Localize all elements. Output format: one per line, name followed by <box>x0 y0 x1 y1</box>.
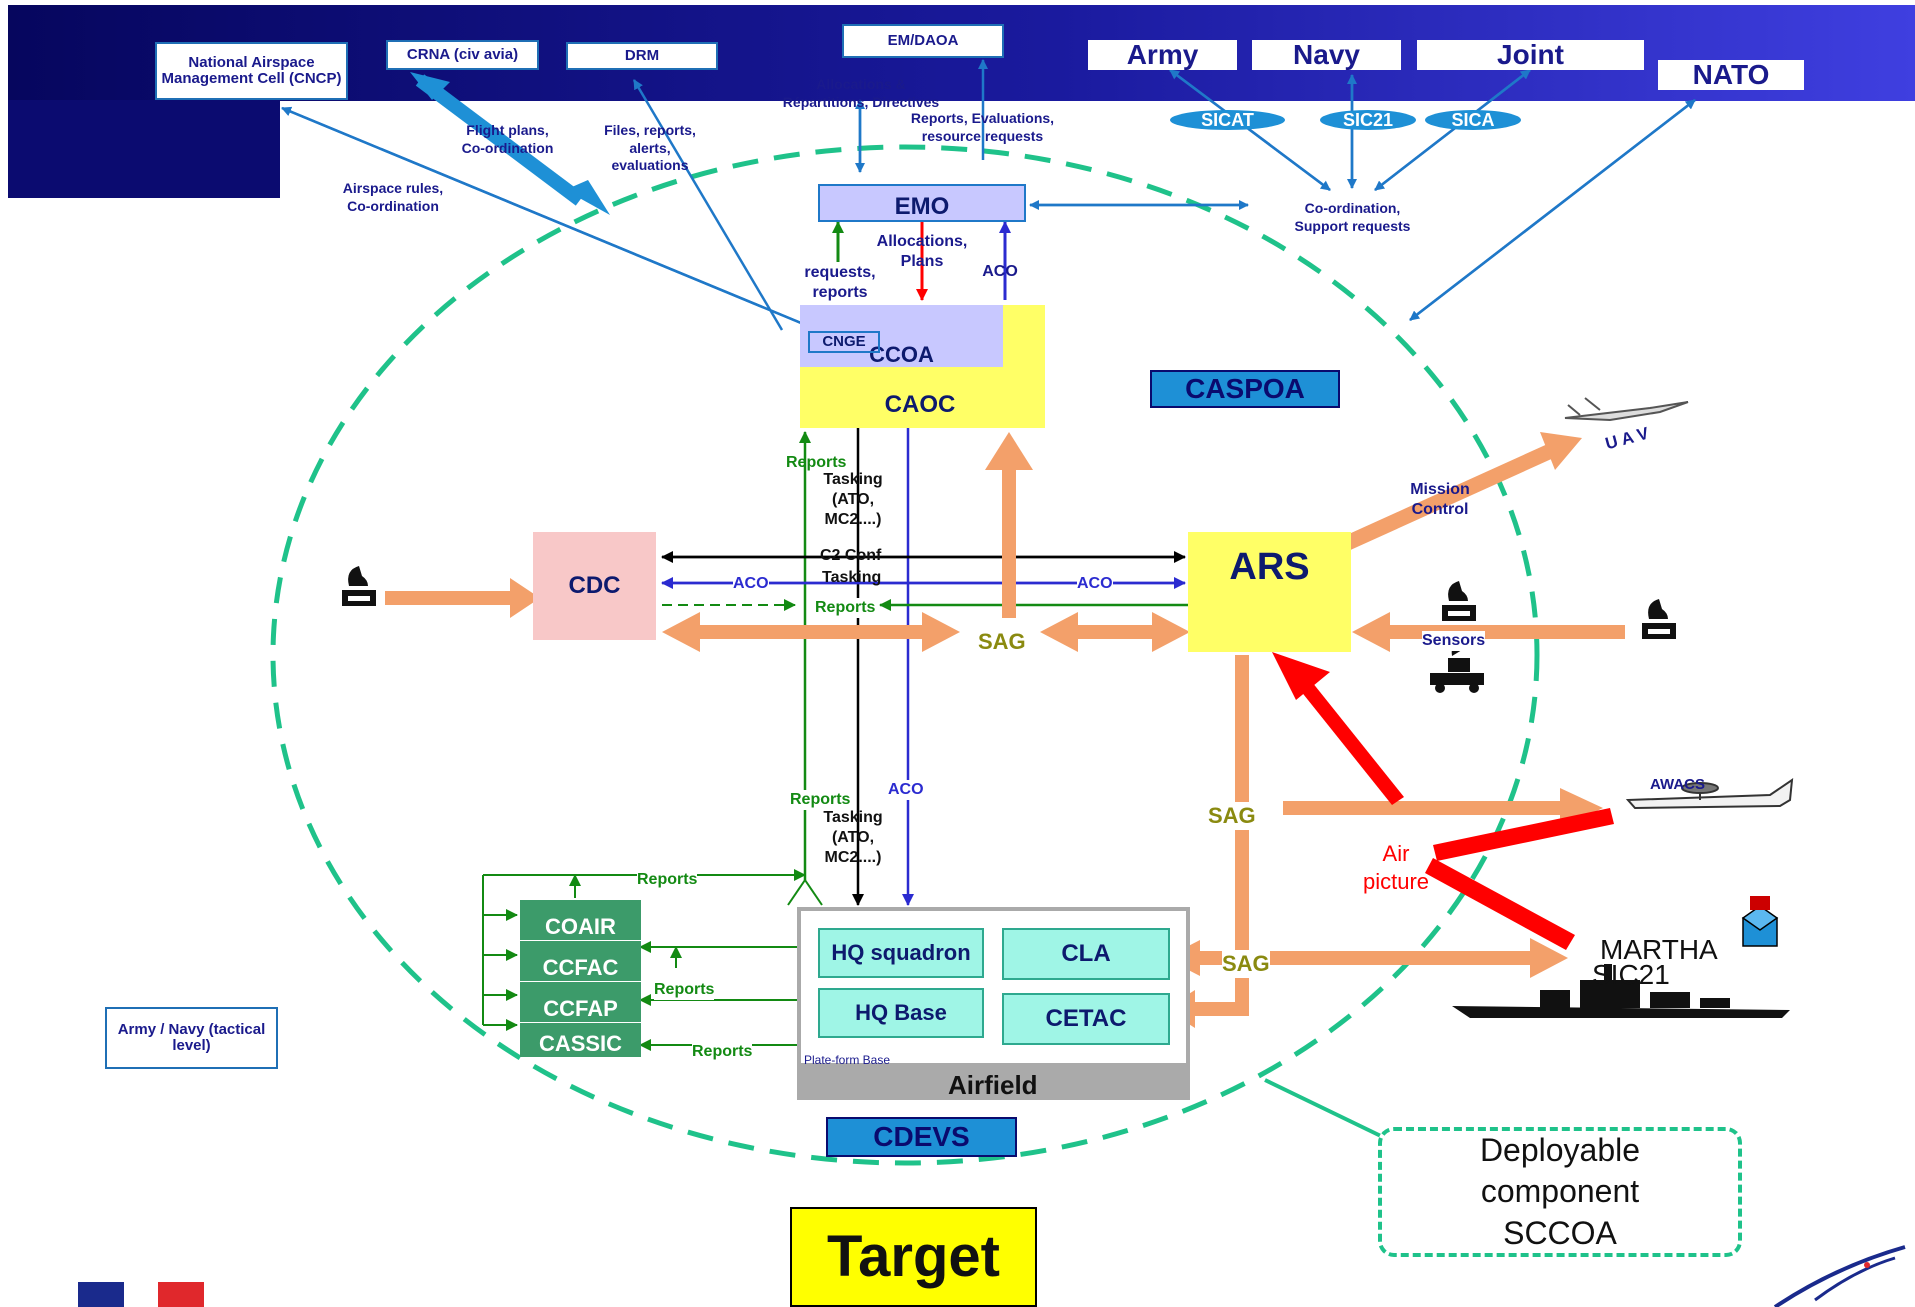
label-mission-control: Mission Control <box>1410 481 1470 518</box>
caspoa-box: CASPOA <box>1150 370 1340 408</box>
label-reports-upper: Reports <box>786 454 847 471</box>
martha-label: MARTHA <box>1600 934 1718 965</box>
joint-box: Joint <box>1417 39 1644 70</box>
em-daoa-box: EM/DAOA <box>842 24 1004 58</box>
drm-box: DRM <box>566 42 718 70</box>
label-reports-mid: Reports <box>815 598 876 618</box>
label-sensors: Sensors <box>1422 631 1486 651</box>
ship-icon <box>1452 964 1790 1018</box>
emo-box: EMO <box>818 184 1026 222</box>
label-sag-center: SAG <box>978 629 1026 654</box>
ccfac-box: CCFAC <box>520 941 641 981</box>
label-tasking-upper: Tasking (ATO, MC2....) <box>823 471 883 528</box>
label-allocations-plans: Allocations, Plans <box>876 233 968 270</box>
label-reports-cassic: Reports <box>692 1042 753 1062</box>
label-airspace-rules: Airspace rules, Co-ordination <box>342 180 444 214</box>
plate-form-label: Plate-form Base <box>804 1053 891 1067</box>
national-airspace-cell: National Airspace Management Cell (CNCP) <box>155 42 348 100</box>
label-reports-evaluations: Reports, Evaluations, resource requests <box>910 110 1055 144</box>
label-sag-lower: SAG <box>1222 950 1270 978</box>
nato-box: NATO <box>1658 59 1804 90</box>
tricolor-logo <box>78 1282 204 1307</box>
sicat-tag: SICAT <box>1170 110 1285 130</box>
uav-icon <box>1564 397 1689 422</box>
label-reports-lower: Reports <box>790 790 851 810</box>
radar-icon-right-1 <box>1442 581 1476 621</box>
swoosh-logo <box>1773 1245 1906 1307</box>
deployable-connector <box>1264 1078 1386 1140</box>
martha-icon <box>1741 896 1779 947</box>
awacs-label: AWACS <box>1650 776 1706 793</box>
sic21-ship-label: SIC21 <box>1592 959 1670 990</box>
label-aco-top: ACO <box>982 263 1018 280</box>
hq-squadron-box: HQ squadron <box>818 928 984 978</box>
coair-box: COAIR <box>520 900 641 940</box>
label-tasking-lower: Tasking (ATO, MC2....) <box>823 809 883 866</box>
label-c2conf: C2 Conf <box>820 547 882 564</box>
cassic-box: CASSIC <box>520 1023 641 1057</box>
label-allocations-directives: Allocations & Répartitions, Directives <box>782 76 940 110</box>
ccoa-box: CCOA <box>800 305 1003 367</box>
cla-box: CLA <box>1002 928 1170 980</box>
label-aco-left: ACO <box>733 574 769 594</box>
label-reports-coair: Reports <box>637 870 698 890</box>
label-tasking-mid: Tasking <box>822 569 882 586</box>
ars-box: ARS <box>1188 532 1351 652</box>
navy-box: Navy <box>1252 39 1401 70</box>
air-picture-arrows <box>1272 652 1614 950</box>
cdevs-box: CDEVS <box>826 1117 1017 1157</box>
label-air-picture: Air picture <box>1362 841 1430 894</box>
label-flight-plans: Flight plans, Co-ordination <box>461 122 554 156</box>
label-sag-right: SAG <box>1208 802 1256 830</box>
army-navy-tactical-box: Army / Navy (tactical level) <box>105 1007 278 1069</box>
label-files-reports: Files, reports, alerts, evaluations <box>604 122 696 173</box>
airfield-footer <box>797 1063 1190 1100</box>
crna-box: CRNA (civ avia) <box>386 40 539 70</box>
sic21-tag: SIC21 <box>1320 110 1416 130</box>
label-aco-lower: ACO <box>888 780 924 800</box>
army-box: Army <box>1088 39 1237 70</box>
airfield-label: Airfield <box>948 1070 1038 1100</box>
sica-tag: SICA <box>1425 110 1521 130</box>
cetac-box: CETAC <box>1002 993 1170 1045</box>
label-aco-right: ACO <box>1077 574 1113 594</box>
awacs-icon <box>1625 777 1794 810</box>
hq-base-box: HQ Base <box>818 988 984 1038</box>
label-reports-ccfap: Reports <box>654 980 715 1000</box>
deployable-box: Deployable component SCCOA <box>1378 1127 1742 1257</box>
ccfap-box: CCFAP <box>520 982 641 1022</box>
radar-icon-left <box>342 566 376 606</box>
cnge-box: CNGE <box>808 331 880 353</box>
label-coordination-support: Co-ordination, Support requests <box>1294 200 1411 234</box>
label-requests-reports: requests, reports <box>804 264 876 301</box>
crna-thick-arrow <box>410 72 610 215</box>
sccoa-boundary <box>270 144 1540 1166</box>
cdc-box: CDC <box>533 532 656 640</box>
target-box: Target <box>790 1207 1037 1307</box>
radar-icon-right-2 <box>1642 599 1676 639</box>
caoc-label: CAOC <box>884 391 956 418</box>
